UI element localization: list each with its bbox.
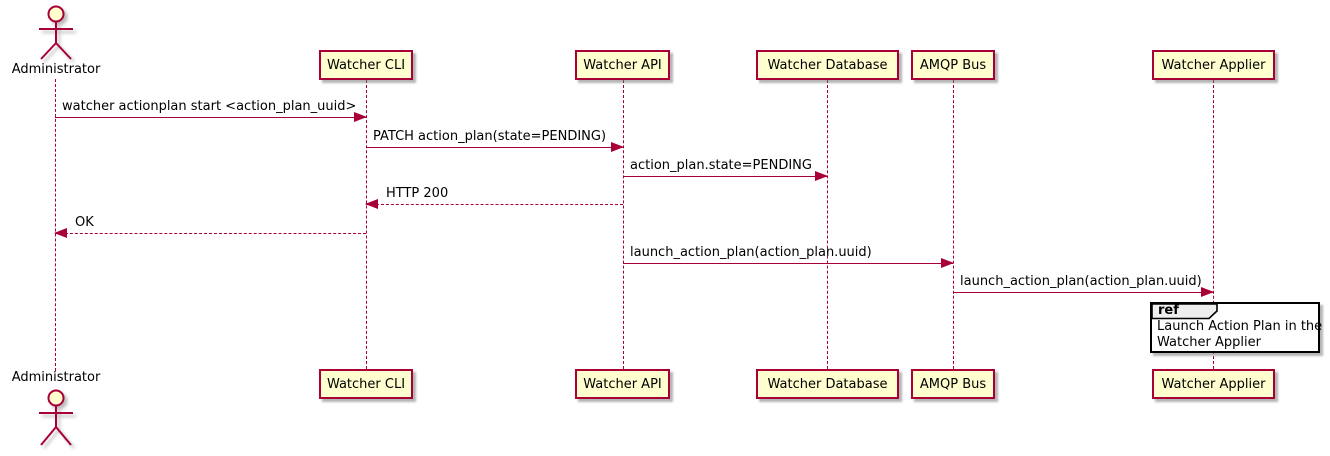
participant-watcher-cli-top: Watcher CLI xyxy=(319,50,413,80)
participant-label: AMQP Bus xyxy=(919,57,987,73)
arrowhead-icon xyxy=(365,199,378,209)
participant-label: Watcher CLI xyxy=(326,376,406,392)
participant-label: Watcher API xyxy=(583,376,662,392)
ref-text-line2: Watcher Applier xyxy=(1157,335,1261,350)
message-label: action_plan.state=PENDING xyxy=(630,158,812,173)
message-label: PATCH action_plan(state=PENDING) xyxy=(373,129,607,144)
participant-watcher-api-top: Watcher API xyxy=(575,50,670,80)
participant-label: Watcher Database xyxy=(767,376,888,392)
message-label: OK xyxy=(75,215,94,230)
ref-fragment: ref Launch Action Plan in the Watcher Ap… xyxy=(1150,302,1322,353)
message-line xyxy=(623,263,953,264)
lifeline-watcher-cli xyxy=(366,80,367,369)
message-line xyxy=(55,117,366,118)
arrowhead-icon xyxy=(54,228,67,238)
arrowhead-icon xyxy=(611,142,624,152)
message-line xyxy=(55,233,366,234)
participant-watcher-api-bottom: Watcher API xyxy=(575,369,670,399)
participant-amqp-bus-top: AMQP Bus xyxy=(911,50,995,80)
participant-watcher-cli-bottom: Watcher CLI xyxy=(319,369,413,399)
actor-name-bottom: Administrator xyxy=(11,370,101,385)
ref-text-line1: Launch Action Plan in the xyxy=(1157,319,1323,334)
ref-header: ref xyxy=(1151,303,1221,324)
actor-icon xyxy=(31,387,81,456)
arrowhead-icon xyxy=(1201,287,1214,297)
actor-icon xyxy=(31,3,81,65)
message-label: watcher actionplan start <action_plan_uu… xyxy=(62,99,357,114)
message-line xyxy=(366,204,623,205)
participant-watcher-applier-top: Watcher Applier xyxy=(1152,50,1275,80)
participant-watcher-database-bottom: Watcher Database xyxy=(756,369,899,399)
participant-label: Watcher Applier xyxy=(1161,57,1266,73)
arrowhead-icon xyxy=(941,258,954,268)
participant-label: Watcher API xyxy=(583,57,662,73)
message-line xyxy=(953,292,1213,293)
message-label: launch_action_plan(action_plan.uuid) xyxy=(630,245,872,260)
ref-keyword: ref xyxy=(1158,303,1179,318)
message-label: HTTP 200 xyxy=(386,186,449,201)
message-label: launch_action_plan(action_plan.uuid) xyxy=(960,274,1202,289)
message-line xyxy=(366,147,623,148)
actor-name-top: Administrator xyxy=(11,62,101,77)
participant-watcher-applier-bottom: Watcher Applier xyxy=(1152,369,1275,399)
participant-amqp-bus-bottom: AMQP Bus xyxy=(911,369,995,399)
message-line xyxy=(623,176,827,177)
arrowhead-icon xyxy=(815,171,828,181)
arrowhead-icon xyxy=(354,112,367,122)
participant-label: Watcher Applier xyxy=(1161,376,1266,392)
participant-label: Watcher Database xyxy=(767,57,888,73)
participant-label: Watcher CLI xyxy=(326,57,406,73)
ref-body: Launch Action Plan in the Watcher Applie… xyxy=(1157,319,1322,351)
lifeline-administrator xyxy=(55,79,56,371)
lifeline-watcher-applier xyxy=(1213,80,1214,369)
participant-label: AMQP Bus xyxy=(919,376,987,392)
lifeline-amqp-bus xyxy=(953,80,954,369)
lifeline-watcher-api xyxy=(623,80,624,369)
lifeline-watcher-database xyxy=(827,80,828,369)
participant-watcher-database-top: Watcher Database xyxy=(756,50,899,80)
